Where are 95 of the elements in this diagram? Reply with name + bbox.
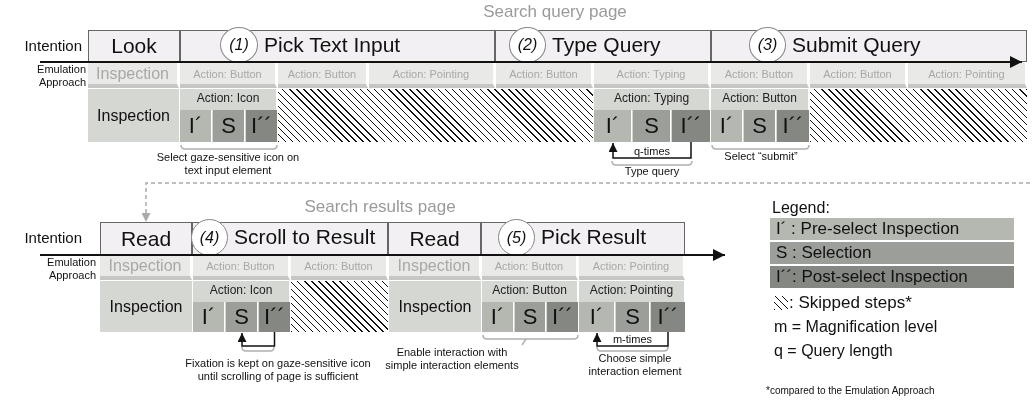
row-label: Intention [23,229,82,247]
step-number-circle: (5) [498,219,535,256]
action-group [711,89,809,142]
action-heading: Action: Icon [208,283,274,297]
post-select-step: I´´ [259,302,290,332]
legend-entry: I´´: Post-select Inspection [776,267,968,287]
caption: Enable interaction with simple interaction elements [384,346,520,373]
pre-select-step: I´ [594,110,632,142]
pre-select-step: I´ [193,302,225,332]
intention-step: Read [100,222,192,255]
action-group [579,281,685,332]
pre-select-step: I´ [579,302,615,332]
emulation-step: Action: Pointing [369,63,495,88]
action-group [193,281,290,332]
intention-step [192,222,388,255]
step-number-circle: (3) [749,27,786,63]
loop-arrow [608,141,692,159]
skipped-steps-hatch [291,281,388,332]
emulation-step: Inspection [100,256,192,280]
intention-step: Read [388,222,481,255]
legend-entry: : Skipped steps* [789,293,912,313]
intention-step [180,30,495,62]
action-heading: Action: Pointing [588,283,675,297]
caption: Fixation is kept on gaze-sensitive icon until scrolling of page is sufficient [184,357,372,384]
gaze-step: Inspection [88,89,179,142]
intention-step [711,30,1027,62]
loop-arrow [237,331,276,347]
emulation-step: Action: Button [711,63,809,88]
intention-step [495,30,711,62]
legend-title: Legend: [772,198,831,218]
row-label: Intention [23,37,82,55]
action-heading: Action: Button [491,283,568,297]
legend-entry: m = Magnification level [774,317,939,337]
post-select-step: I´´ [777,110,809,142]
page-title: Search results page [303,197,457,218]
legend-entry: q = Query length [774,341,894,361]
legend-entry: I´ : Pre-select Inspection [776,219,960,239]
emulation-step: Action: Button [482,256,578,280]
loop-arrow [592,331,669,347]
action-group [594,89,710,142]
post-select-step: I´´ [651,302,685,332]
page-title: Search query page [482,2,628,23]
gaze-step: Inspection [389,281,481,332]
pre-select-step: I´ [482,302,514,332]
row-label: Emulation Approach [46,256,96,283]
post-select-step: I´´ [547,302,578,332]
skipped-steps-hatch [278,89,593,142]
gaze-step: Inspection [100,281,192,332]
step-heading: Scroll to Result [234,225,376,249]
skipped-steps-hatch [810,89,1027,142]
action-heading: Action: Button [721,91,798,105]
caption: Select “submit” [723,150,799,164]
caption: Type query [623,165,681,179]
step-number-circle: (1) [220,27,258,63]
selection-step: S [226,302,258,332]
selection-step: S [633,110,671,142]
dashed-arrow [141,182,1031,223]
action-group [482,281,578,332]
selection-step: S [744,110,776,142]
emulation-step: Action: Button [810,63,907,88]
emulation-step: Inspection [389,256,481,280]
step-heading: Type Query [552,33,661,57]
edge-label: m-times [610,333,655,345]
intention-step [481,222,685,255]
selection-step: S [616,302,650,332]
step-heading: Submit Query [792,33,921,57]
step-number-circle: (4) [191,219,228,256]
action-group [180,89,277,142]
action-heading: Action: Typing [612,91,691,105]
emulation-step: Action: Typing [594,63,710,88]
caption: Select gaze-sensitive icon on text input element [155,151,301,178]
emulation-step: Action: Button [193,256,290,280]
selection-step: S [515,302,546,332]
pre-select-step: I´ [180,110,212,142]
emulation-step: Action: Button [291,256,388,280]
caption: Choose simple interaction element [587,352,683,379]
emulation-step: Action: Button [180,63,277,88]
action-heading: Action: Icon [195,91,261,105]
step-heading: Pick Result [541,225,647,249]
emulation-step: Action: Pointing [579,256,685,280]
emulation-step: Action: Button [496,63,593,88]
step-number-circle: (2) [509,27,546,63]
row-label: Emulation Approach [36,63,86,90]
emulation-step: Inspection [88,63,179,88]
intention-step: Look [88,30,180,62]
step-heading: Pick Text Input [264,33,401,57]
pre-select-step: I´ [711,110,743,142]
post-select-step: I´´ [246,110,277,142]
footnote: *compared to the Emulation Approach [766,385,936,397]
selection-step: S [213,110,245,142]
legend-entry: S : Selection [776,243,872,263]
emulation-step: Action: Pointing [908,63,1027,88]
emulation-step: Action: Button [278,63,368,88]
edge-label: q-times [631,145,673,157]
post-select-step: I´´ [672,110,710,142]
